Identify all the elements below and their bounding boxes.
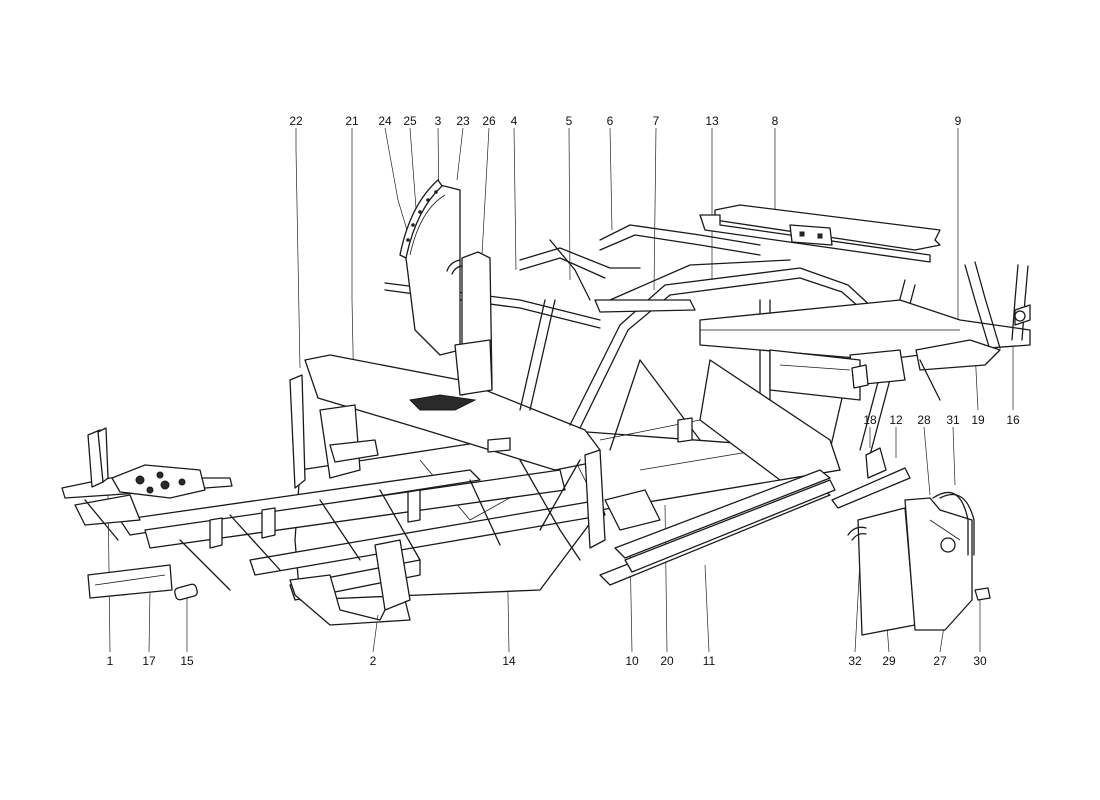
main-floor-frame <box>61 419 841 626</box>
callout-12: 12 <box>889 413 903 427</box>
callout-4: 4 <box>510 114 518 128</box>
callout-1: 1 <box>106 654 114 668</box>
loose-panels-right <box>847 447 991 636</box>
callout-7: 7 <box>652 114 660 128</box>
callout-13: 13 <box>705 114 719 128</box>
callout-14: 14 <box>502 654 516 668</box>
callout-32: 32 <box>848 654 862 668</box>
callout-19: 19 <box>971 413 985 427</box>
callout-25: 25 <box>403 114 417 128</box>
callout-11: 11 <box>702 654 716 668</box>
callout-22: 22 <box>289 114 303 128</box>
callout-10: 10 <box>625 654 639 668</box>
bulkhead-panels <box>399 179 493 396</box>
callout-21: 21 <box>345 114 359 128</box>
callout-27: 27 <box>933 654 947 668</box>
callout-6: 6 <box>606 114 614 128</box>
callout-3: 3 <box>434 114 442 128</box>
callout-18: 18 <box>863 413 877 427</box>
callout-23: 23 <box>456 114 470 128</box>
callout-20: 20 <box>660 654 674 668</box>
callout-24: 24 <box>378 114 392 128</box>
callout-31: 31 <box>946 413 960 427</box>
callout-16: 16 <box>1006 413 1020 427</box>
callout-8: 8 <box>771 114 779 128</box>
callout-15: 15 <box>180 654 194 668</box>
small-parts-left <box>87 564 198 601</box>
callout-5: 5 <box>565 114 573 128</box>
callout-26: 26 <box>482 114 496 128</box>
callout-29: 29 <box>882 654 896 668</box>
callout-17: 17 <box>142 654 156 668</box>
windscreen-frame <box>289 354 606 561</box>
callout-2: 2 <box>369 654 377 668</box>
callout-30: 30 <box>973 654 987 668</box>
rear-frame <box>677 204 1031 481</box>
callout-28: 28 <box>917 413 931 427</box>
callout-9: 9 <box>954 114 962 128</box>
side-sills <box>599 467 911 586</box>
